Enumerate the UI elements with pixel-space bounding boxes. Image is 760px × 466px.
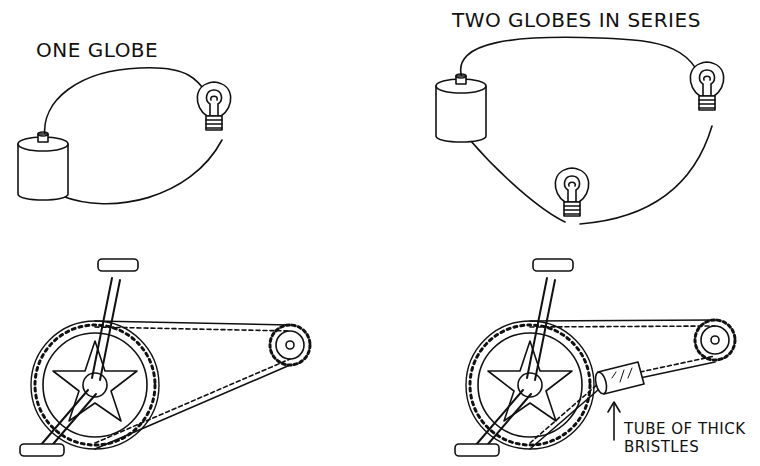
panel-heading: ONE GLOBE: [36, 38, 158, 62]
part-label: TUBE OF THICK BRISTLES: [624, 420, 752, 456]
panel-heading: TWO GLOBES IN SERIES: [452, 8, 701, 32]
